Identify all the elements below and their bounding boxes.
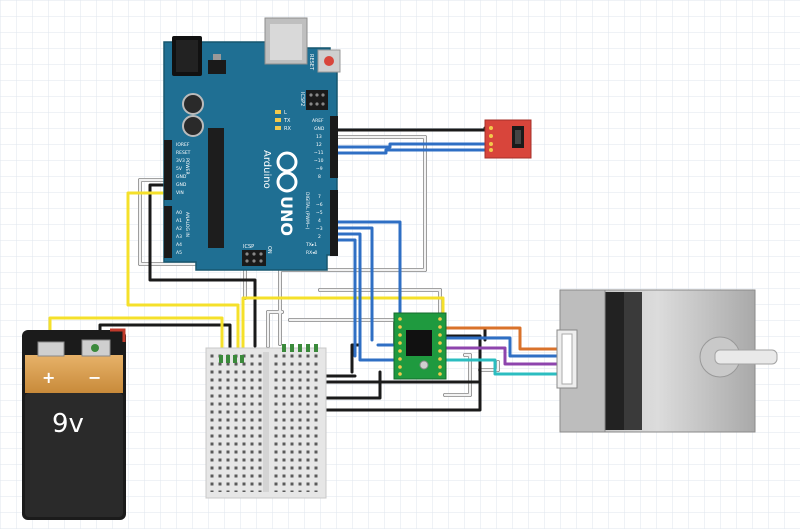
digital-pin-label: 2 (318, 234, 321, 240)
analog-caption: ANALOG IN (184, 212, 190, 237)
motor-shaft (714, 349, 778, 365)
icsp-header (242, 250, 266, 266)
icsp-label: ICSP (243, 244, 254, 250)
arduino-brand-text: Arduino (261, 150, 272, 189)
wire-cyan (443, 358, 560, 376)
battery-9v: + − 9v (22, 330, 126, 520)
power-pin-label: GND (176, 182, 187, 188)
l-label: L (284, 110, 287, 116)
digital-pin-label: 4 (318, 218, 321, 224)
digital-pin-label: GND (314, 126, 325, 132)
analog-pin-label: A4 (176, 242, 182, 248)
wire-blue (328, 142, 487, 362)
power-caption: POWER (184, 158, 190, 175)
capacitor-1 (182, 93, 204, 115)
digital-pin-label: ~6 (316, 202, 323, 208)
battery-plus-label: + (42, 368, 55, 387)
battery-clip-red (110, 328, 126, 342)
rx-label: RX (284, 126, 291, 132)
icsp2-header (306, 90, 328, 110)
power-pin-label: 3V3 (176, 158, 185, 164)
digital-pin-label: 7 (318, 194, 321, 200)
digital-pin-label: RX◂0 (306, 250, 317, 256)
digital-pin-label: 8 (318, 174, 321, 180)
battery-minus-label: − (88, 368, 101, 387)
tx-label: TX (283, 118, 291, 124)
on-label: ON (266, 246, 272, 254)
digital-pin-label: ~5 (316, 210, 323, 216)
arduino-logo (276, 151, 298, 193)
digital-pin-label: TX▸1 (305, 242, 317, 248)
atmega-chip (208, 128, 224, 248)
wire-purple (443, 346, 560, 366)
battery-terminal-positive (37, 341, 65, 357)
wire-blue-coil (443, 336, 560, 358)
digital-header-top (330, 116, 338, 178)
icsp2-label: ICSP2 (299, 92, 305, 106)
power-pin-label: 5V (176, 166, 183, 172)
reset-label: RESET (308, 54, 314, 71)
analog-pin-label: A0 (176, 210, 182, 216)
stepper-driver-board (393, 312, 447, 380)
arduino-uno-board: Arduino UNO ON RESET ICSP2 ICSP L TX RX … (163, 17, 341, 271)
stepper-motor (556, 289, 778, 433)
digital-header-bottom (330, 190, 338, 256)
digital-caption: DIGITAL (PWM~) (304, 192, 310, 230)
digital-pin-label: AREF (312, 118, 324, 124)
power-pin-label: GND (176, 174, 187, 180)
breadboard-pins (219, 344, 318, 363)
power-pin-label: IOREF (176, 142, 190, 148)
arduino-model-text: UNO (277, 196, 296, 236)
capacitor-2 (182, 115, 204, 137)
driver-potentiometer (419, 360, 429, 370)
analog-pin-label: A3 (176, 234, 182, 240)
analog-header (164, 206, 172, 258)
battery-voltage-label: 9v (52, 409, 84, 439)
analog-pin-label: A1 (176, 218, 182, 224)
sensor-module (484, 119, 532, 159)
power-header (164, 140, 172, 200)
digital-pin-label: ~3 (316, 226, 323, 232)
power-pin-label: VIN (176, 190, 184, 196)
wire-orange (443, 326, 560, 351)
analog-pin-label: A2 (176, 226, 182, 232)
analog-pin-label: A5 (176, 250, 182, 256)
power-pin-label: RESET (176, 150, 191, 156)
breadboard (205, 347, 327, 499)
digital-pin-label: ~10 (314, 158, 324, 164)
digital-pin-label: ~11 (314, 150, 324, 156)
digital-pin-label: 12 (316, 142, 322, 148)
digital-pin-label: 13 (316, 134, 322, 140)
driver-chip (406, 330, 432, 356)
digital-pin-label: ~9 (316, 166, 323, 172)
